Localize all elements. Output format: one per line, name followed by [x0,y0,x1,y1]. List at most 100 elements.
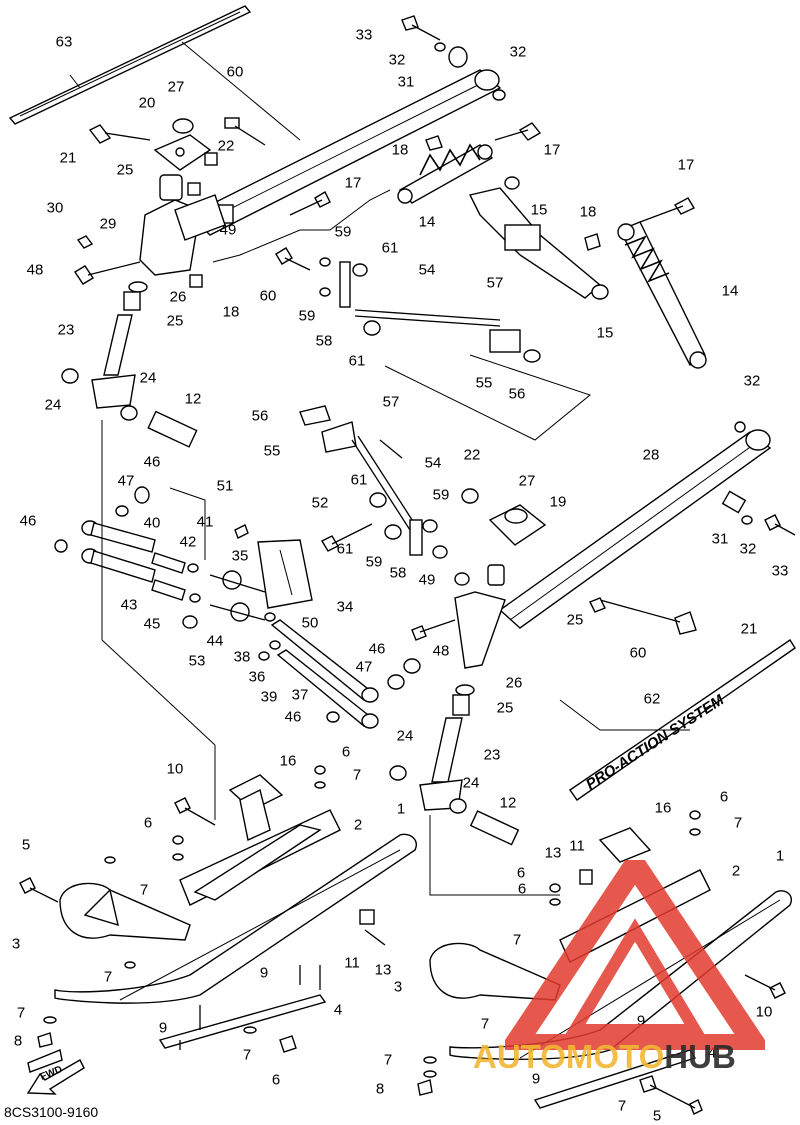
callout-12: 12 [499,794,517,812]
callout-58: 58 [389,564,407,582]
callout-1: 1 [775,847,785,865]
callout-57: 57 [486,274,504,292]
callout-23: 23 [483,746,501,764]
callout-9: 9 [259,964,269,982]
callout-6: 6 [143,814,153,832]
callout-25: 25 [116,161,134,179]
catalog-code: 8CS3100-9160 [4,1104,99,1120]
callout-8: 8 [13,1032,23,1050]
callout-9: 9 [158,1019,168,1037]
callout-23: 23 [57,321,75,339]
callout-61: 61 [381,239,399,257]
callout-7: 7 [352,766,362,784]
callout-47: 47 [117,472,135,490]
shock-absorber-right [584,197,707,369]
callout-22: 22 [217,137,235,155]
callout-11: 11 [569,837,585,855]
callout-7: 7 [480,1015,490,1033]
callout-7: 7 [383,1051,393,1069]
callout-40: 40 [143,514,161,532]
callout-50: 50 [301,614,319,632]
callout-25: 25 [566,611,584,629]
callout-9: 9 [531,1070,541,1088]
callout-41: 41 [196,513,214,531]
callout-14: 14 [418,213,436,231]
callout-33: 33 [355,26,373,44]
callout-45: 45 [143,615,161,633]
rear-arm-mid [411,421,796,669]
shock-absorber-upper [289,122,542,216]
callout-13: 13 [374,961,392,979]
callout-51: 51 [216,477,234,495]
callout-5: 5 [652,1107,662,1125]
callout-46: 46 [284,708,302,726]
callout-7: 7 [617,1097,627,1115]
callout-7: 7 [103,968,113,986]
callout-4: 4 [707,1044,717,1062]
callout-17: 17 [677,156,695,174]
callout-26: 26 [505,674,523,692]
callout-42: 42 [179,533,197,551]
decal-strip-62: PRO-ACTION SYSTEM [569,639,796,801]
callout-36: 36 [248,668,266,686]
callout-56: 56 [251,407,269,425]
bracket-20 [153,134,212,171]
callout-47: 47 [355,658,373,676]
callout-22: 22 [463,446,481,464]
tie-rod-54-top [275,247,541,363]
callout-19: 19 [549,493,567,511]
callout-2: 2 [731,862,741,880]
callout-7: 7 [242,1046,252,1064]
bolt-33-top [401,15,506,101]
callout-10: 10 [166,760,184,778]
callout-25: 25 [496,699,514,717]
callout-13: 13 [544,844,562,862]
callout-57: 57 [382,393,400,411]
callout-60: 60 [629,644,647,662]
callout-18: 18 [391,141,409,159]
callout-7: 7 [512,931,522,949]
callout-37: 37 [291,686,309,704]
steering-column-mid [389,684,520,846]
callout-32: 32 [739,540,757,558]
callout-32: 32 [388,51,406,69]
callout-39: 39 [260,688,278,706]
callout-46: 46 [143,453,161,471]
mid-linkage [54,405,470,729]
callout-16: 16 [279,752,297,770]
callout-6: 6 [516,864,526,882]
callout-17: 17 [344,174,362,192]
callout-28: 28 [642,446,660,464]
callout-6: 6 [271,1071,281,1089]
callout-48: 48 [26,261,44,279]
callout-7: 7 [139,881,149,899]
callout-24: 24 [44,396,62,414]
callout-60: 60 [226,63,244,81]
callout-59: 59 [365,553,383,571]
callout-3: 3 [393,978,403,996]
callout-34: 34 [336,598,354,616]
callout-27: 27 [518,472,536,490]
callout-8: 8 [375,1080,385,1098]
callout-7: 7 [16,1004,26,1022]
callout-29: 29 [99,215,117,233]
callout-17: 17 [543,141,561,159]
callout-44: 44 [206,632,224,650]
callout-53: 53 [188,652,206,670]
callout-11: 11 [344,954,360,972]
callout-16: 16 [654,799,672,817]
callout-61: 61 [350,471,368,489]
callout-18: 18 [579,203,597,221]
callout-1: 1 [396,800,406,818]
callout-21: 21 [59,149,77,167]
callout-61: 61 [336,540,354,558]
bolts-top-left [74,117,266,288]
callout-61: 61 [348,352,366,370]
callout-31: 31 [397,73,415,91]
fwd-arrow [26,1059,85,1095]
callout-60: 60 [259,287,277,305]
callout-31: 31 [711,530,729,548]
callout-2: 2 [353,816,363,834]
rear-arm-top [188,69,502,236]
